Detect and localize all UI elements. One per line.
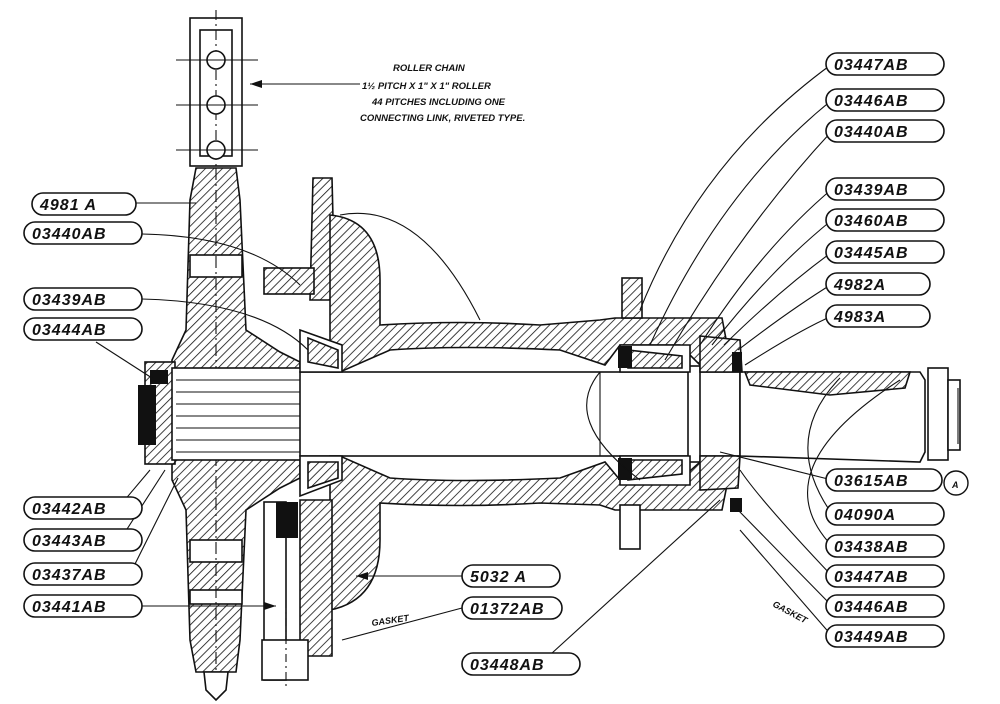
callout-01372ab: 01372AB: [461, 596, 563, 620]
callout-03442ab: 03442AB: [23, 496, 143, 520]
callout-03446ab-bottom: 03446AB: [825, 594, 945, 618]
callout-label: 5032 A: [470, 569, 527, 586]
callout-03441ab: 03441AB: [23, 594, 143, 618]
callout-label: 03460AB: [834, 213, 909, 230]
callout-label: 03439AB: [834, 182, 909, 199]
callout-label: 03446AB: [834, 93, 909, 110]
callout-label: 03441AB: [32, 599, 107, 616]
callout-03440ab-right: 03440AB: [825, 119, 945, 143]
callout-03444ab: 03444AB: [23, 317, 143, 341]
circle-marker-letter: A: [951, 480, 959, 490]
callout-label: 03439AB: [32, 292, 107, 309]
callout-03447ab-top: 03447AB: [825, 52, 945, 76]
callout-label: 04090A: [834, 507, 896, 524]
callout-label: 03447AB: [834, 569, 909, 586]
callout-03443ab: 03443AB: [23, 528, 143, 552]
callout-label: 03447AB: [834, 57, 909, 74]
callout-03446ab-top: 03446AB: [825, 88, 945, 112]
chain-note: ROLLER CHAIN 1½ PITCH X 1" X 1" ROLLER 4…: [250, 63, 525, 124]
callout-03439ab-left: 03439AB: [23, 287, 143, 311]
callout-03439ab-right: 03439AB: [825, 177, 945, 201]
axle-housing: [261, 177, 731, 690]
callout-4981a: 4981 A: [31, 192, 137, 216]
gasket-label-right: GASKET: [771, 599, 810, 626]
note-line-3: 44 PITCHES INCLUDING ONE: [371, 97, 506, 108]
callout-label: 03444AB: [32, 322, 107, 339]
callout-label: 03446AB: [834, 599, 909, 616]
callouts-center: 5032 A 01372AB 03448AB: [461, 564, 581, 676]
note-line-1: ROLLER CHAIN: [393, 63, 466, 74]
callout-03448ab: 03448AB: [461, 652, 581, 676]
callout-label: 4981 A: [39, 197, 97, 214]
callout-label: 03445AB: [834, 245, 909, 262]
callout-03437ab: 03437AB: [23, 562, 143, 586]
callout-4982a: 4982A: [825, 272, 931, 296]
callout-03447ab-bottom: 03447AB: [825, 564, 945, 588]
callouts-right: 03447AB 03446AB 03440AB 03439AB 03460AB …: [825, 52, 945, 648]
circle-marker-a: A: [943, 470, 969, 496]
callout-label: 03449AB: [834, 629, 909, 646]
callout-4983a: 4983A: [825, 304, 931, 328]
main-shaft: [299, 365, 961, 463]
callout-5032a: 5032 A: [461, 564, 561, 588]
callout-label: 03440AB: [32, 226, 107, 243]
callout-03449ab: 03449AB: [825, 624, 945, 648]
callout-label: 03438AB: [834, 539, 909, 556]
callout-label: 03615AB: [834, 473, 909, 490]
callout-label: 03442AB: [32, 501, 107, 518]
callout-label: 03443AB: [32, 533, 107, 550]
callouts-left: 4981 A 03440AB 03439AB 03444AB 03442AB 0…: [23, 192, 143, 618]
leader-lines: [95, 63, 901, 665]
gasket-label-left: GASKET: [371, 613, 411, 628]
callout-label: 4982A: [833, 277, 886, 294]
callout-label: 01372AB: [470, 601, 545, 618]
note-line-4: CONNECTING LINK, RIVETED TYPE.: [360, 113, 525, 124]
note-line-2: 1½ PITCH X 1" X 1" ROLLER: [362, 81, 491, 92]
callout-label: 03448AB: [470, 657, 545, 674]
callout-03445ab: 03445AB: [825, 240, 945, 264]
callout-03438ab: 03438AB: [825, 534, 945, 558]
callout-label: 03440AB: [834, 124, 909, 141]
callout-03440ab-left: 03440AB: [23, 221, 143, 245]
spline-hub: [138, 361, 303, 465]
callout-03615ab: 03615AB: [825, 468, 943, 492]
callout-04090a: 04090A: [825, 502, 945, 526]
callout-label: 4983A: [833, 309, 886, 326]
callout-label: 03437AB: [32, 567, 107, 584]
callout-03460ab: 03460AB: [825, 208, 945, 232]
roller-chain: [176, 10, 258, 170]
